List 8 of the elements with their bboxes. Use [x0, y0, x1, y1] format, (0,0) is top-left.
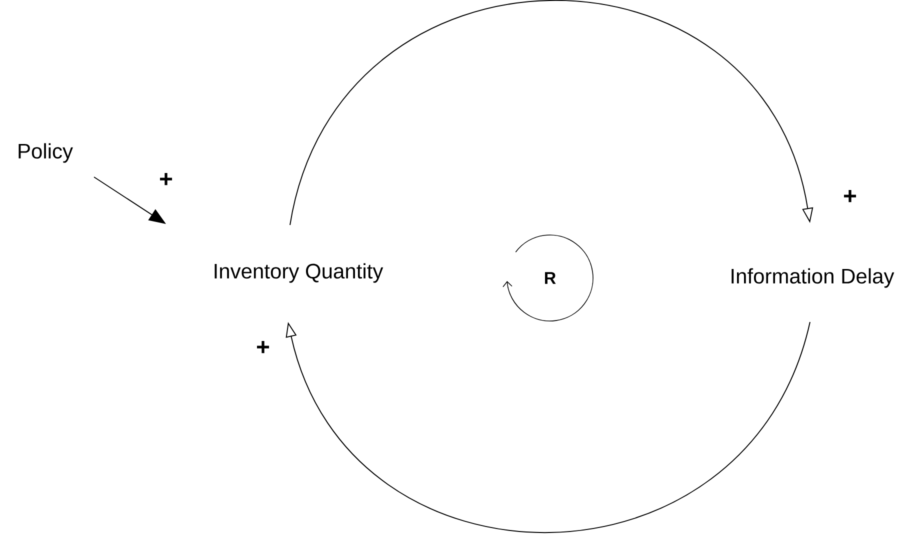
variable-label: Inventory Quantity: [214, 263, 384, 283]
arrow: [290, 0, 814, 226]
variable-label: Policy: [18, 143, 73, 163]
polarity-sign: +: [255, 340, 272, 356]
polarity-sign: +: [842, 188, 858, 206]
polarity-sign: +: [158, 172, 174, 188]
variable-label: Information Delay: [732, 268, 894, 288]
arrow: [286, 321, 810, 534]
